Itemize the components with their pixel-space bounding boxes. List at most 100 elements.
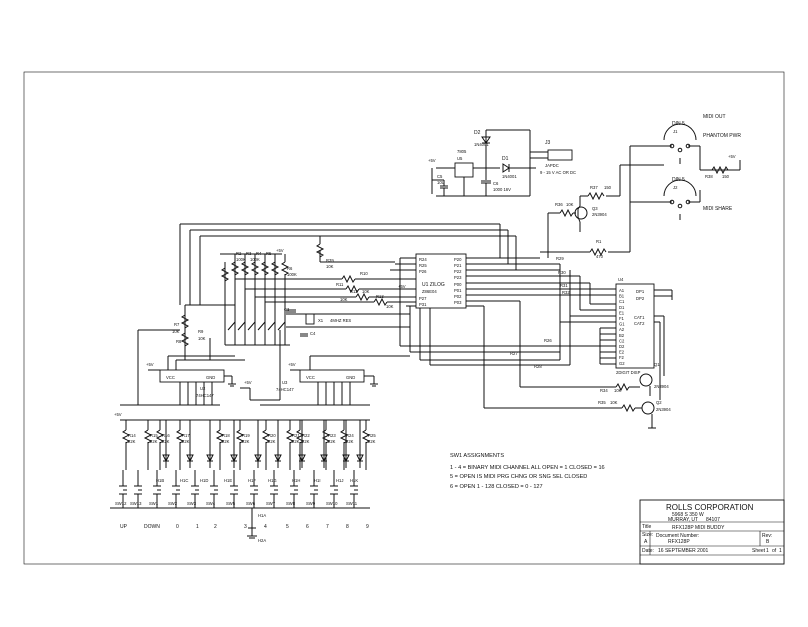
diode-ref: H1F: [248, 478, 256, 483]
pullup-value: 22K: [368, 439, 376, 444]
u4-body: [615, 283, 655, 369]
diode-h1k: H1K: [350, 420, 364, 483]
power-supply: D2 1N4001 D1 1N4001 J3 JAPDC 9 - 15 V AC…: [428, 129, 576, 197]
switch-sw4: SW4: [206, 470, 218, 508]
tb-size-label: Size:: [642, 532, 653, 538]
u4-ref: U4: [618, 277, 624, 282]
r6-value: 100K: [287, 272, 297, 277]
pullup-ref: R22: [302, 433, 310, 438]
u1-pin-l1: R25: [419, 263, 427, 268]
tb-title: RFX128P MIDI BUDDY: [672, 525, 725, 531]
pullup-ref: R24: [346, 433, 354, 438]
encoder-u3: VCC GND U3 74HC147 +5V +5V: [240, 330, 410, 406]
q2-ref: Q2: [656, 400, 662, 405]
pullup-value: 22K: [222, 439, 230, 444]
u4-pin-a1: A1: [619, 288, 625, 293]
tb-of-label: of: [772, 548, 777, 554]
switch-sw2: SW2: [168, 470, 180, 508]
u4-pin-c1: C1: [619, 299, 625, 304]
diode-d2-symbol: [481, 136, 491, 144]
r34-value: 10K: [614, 388, 622, 393]
diode-h1f: H1F: [248, 420, 262, 483]
u1-pin-r3: P23: [454, 275, 462, 280]
r39-ref: R39: [326, 258, 334, 263]
plus5-u1: +5V: [398, 284, 406, 289]
switch-legend: 0: [176, 524, 179, 530]
resistor-r34: [615, 382, 630, 392]
r9-value: 10K: [198, 336, 206, 341]
d1-ref: D1: [502, 156, 509, 162]
r38-value: 150: [722, 174, 730, 179]
tb-address1: 5968 S 350 W: [672, 512, 704, 518]
r3-value: 100K: [250, 257, 260, 262]
switch-sw8: SW8: [286, 470, 298, 508]
u4-dp1: DP1: [636, 289, 645, 294]
u2-ref: U2: [200, 386, 206, 391]
pullup-value: 22K: [128, 439, 136, 444]
encoder-u2: VCC GND U2 74HC147 +5V: [120, 329, 245, 406]
u4-pin-b1: B1: [619, 294, 625, 299]
u4-pin-e2: E2: [619, 350, 625, 355]
u1-pin-r5: P01: [454, 288, 462, 293]
q1-value: 2N3904: [654, 384, 669, 389]
diode-ref: H1H: [292, 478, 300, 483]
u4-pin-c2: C2: [619, 338, 625, 343]
tb-docnum-label: Document Number:: [656, 533, 699, 539]
switch-legend: 9: [366, 524, 369, 530]
d2-value: 1N4001: [474, 142, 489, 147]
din-a-label: DIN 5: [672, 121, 685, 127]
din-b-label: DIN 5: [672, 177, 685, 183]
j3-value: JAPDC: [545, 163, 559, 168]
u1-pin-l4: P31: [419, 302, 427, 307]
digit-drivers: Q1 2N3904 Q2 2N3904 R34 10K R35 10K: [466, 301, 671, 429]
r35-value: 10K: [610, 400, 618, 405]
switch-sw12: SW12: [115, 470, 127, 508]
q3-value: 2N3904: [592, 212, 607, 217]
sw1-notes: SW1 ASSIGNMENTS 1 - 4 = BINARY MIDI CHAN…: [450, 453, 605, 490]
diode-h1e: H1E: [224, 420, 238, 483]
switch-legend: 1: [196, 524, 199, 530]
r11-value: 10K: [340, 297, 348, 302]
switch-sw9: SW9: [306, 470, 318, 508]
r32-label: R32: [562, 290, 570, 295]
diode-ref: H1J: [336, 478, 343, 483]
switch-legend: 3: [244, 524, 247, 530]
tb-of: 1: [779, 548, 782, 554]
u1-pin-r0: P20: [454, 257, 462, 262]
r30-label: R30: [558, 270, 566, 275]
u1-body: [415, 253, 467, 309]
q1-ref: Q1: [654, 362, 660, 367]
tb-rev-label: Rev:: [762, 533, 772, 539]
u1-ref: U1 ZILOG: [422, 282, 445, 288]
d1-value: 1N4001: [502, 174, 517, 179]
diode-h1h: H1H: [292, 420, 306, 483]
u3-vcc: VCC: [306, 375, 315, 380]
pullup-ref: R20: [268, 433, 276, 438]
tb-sheet: 1: [766, 548, 769, 554]
switch-label: SW2: [168, 501, 178, 506]
diode-ref: H1G: [268, 478, 277, 483]
diode-ref: H1K: [350, 478, 358, 483]
u4-pin-f1: F1: [619, 316, 625, 321]
switch-legend: 5: [286, 524, 289, 530]
switch-sw10: SW10: [326, 470, 338, 508]
tb-rev: B: [766, 539, 770, 545]
switch-legend: 8: [346, 524, 349, 530]
h1a-label: H1A: [258, 513, 266, 518]
r1-ref: R1: [596, 239, 602, 244]
r29-label: R29: [556, 256, 564, 261]
pullup-value: 22K: [242, 439, 250, 444]
switch-sw7: SW7: [266, 470, 278, 508]
transistor-q1: [639, 373, 653, 387]
switch-label: SW6: [246, 501, 256, 506]
display-u4: U4 2DIGIT DISP A1B1C1D1E1F1G1A2B2C2D2E2F…: [399, 258, 673, 400]
switch-label: SW8: [286, 501, 296, 506]
plus5-bank: +5V: [276, 248, 284, 253]
switch-sw1: SW1: [149, 470, 161, 508]
